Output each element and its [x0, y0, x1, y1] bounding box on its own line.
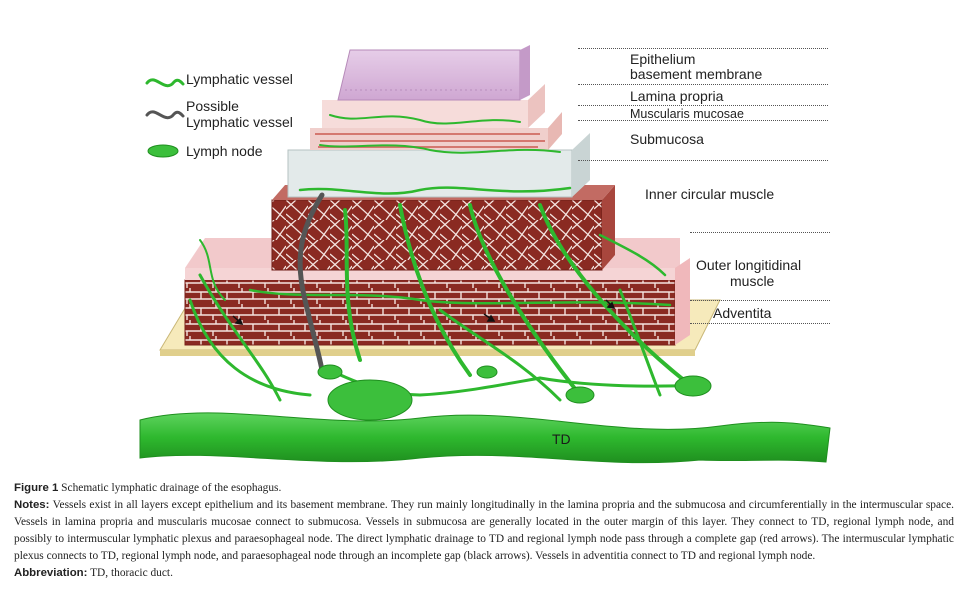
- muscularis-mucosae-layer: [310, 112, 562, 150]
- lymph-nodes: [317, 364, 712, 421]
- legend-lymph-node: Lymph node: [186, 143, 263, 159]
- label-epithelium-line2: basement membrane: [630, 66, 763, 82]
- caption-title-line: Figure 1 Schematic lymphatic drainage of…: [14, 480, 954, 497]
- legend-possible-line1: Possible: [186, 98, 239, 114]
- lamina-propria-layer: [322, 84, 545, 128]
- lymph-node: [317, 364, 343, 380]
- thoracic-duct: [139, 412, 831, 464]
- thoracic-duct-label: TD: [552, 431, 571, 447]
- inner-circular-muscle-layer: [271, 185, 615, 271]
- label-submucosa: Submucosa: [630, 131, 704, 147]
- lymphatic-vessel-network: [188, 114, 702, 402]
- guide-line: [690, 232, 830, 233]
- guide-line: [690, 300, 830, 301]
- guide-line: [578, 84, 828, 85]
- figure-number: Figure 1: [14, 482, 59, 494]
- label-outer-longitudinal-line1: Outer longitidinal: [696, 257, 802, 273]
- caption-notes: Notes: Vessels exist in all layers excep…: [14, 497, 954, 565]
- guide-line: [578, 48, 828, 49]
- label-adventitia: Adventita: [713, 305, 772, 321]
- gap-arrows: [232, 299, 616, 325]
- guide-line: [578, 120, 828, 121]
- lymph-node: [674, 375, 712, 397]
- caption-abbreviation: Abbreviation: TD, thoracic duct.: [14, 565, 954, 582]
- notes-label: Notes:: [14, 499, 50, 511]
- label-inner-circular-muscle: Inner circular muscle: [645, 186, 775, 202]
- lymph-node: [565, 386, 595, 404]
- legend-icons: [145, 78, 185, 158]
- label-epithelium-line1: Epithelium: [630, 51, 696, 67]
- legend-lymphatic-vessel: Lymphatic vessel: [186, 71, 293, 87]
- lymph-node-legend-icon: [147, 144, 179, 158]
- lymph-node: [327, 379, 413, 421]
- lymphatic-vessel-legend-icon: [145, 78, 185, 88]
- epithelium-layer: [337, 45, 530, 101]
- possible-vessel-legend-icon: [145, 110, 185, 120]
- guide-line: [578, 160, 828, 161]
- notes-text: Vessels exist in all layers except epith…: [14, 499, 954, 562]
- abbreviation-label: Abbreviation:: [14, 567, 88, 579]
- label-muscularis-mucosae: Muscularis mucosae: [630, 107, 744, 121]
- esophagus-lymphatic-diagram: [139, 45, 831, 464]
- lymph-node: [476, 365, 498, 379]
- figure-caption: Figure 1 Schematic lymphatic drainage of…: [14, 480, 954, 582]
- guide-line: [690, 323, 830, 324]
- legend-possible-line2: Lymphatic vessel: [186, 114, 293, 130]
- abbreviation-text: TD, thoracic duct.: [90, 567, 173, 579]
- possible-lymphatic-vessel: [297, 192, 325, 373]
- label-lamina-propria: Lamina propria: [630, 88, 724, 104]
- label-outer-longitudinal-line2: muscle: [730, 273, 775, 289]
- guide-line: [578, 105, 828, 106]
- figure-title: Schematic lymphatic drainage of the esop…: [61, 482, 282, 494]
